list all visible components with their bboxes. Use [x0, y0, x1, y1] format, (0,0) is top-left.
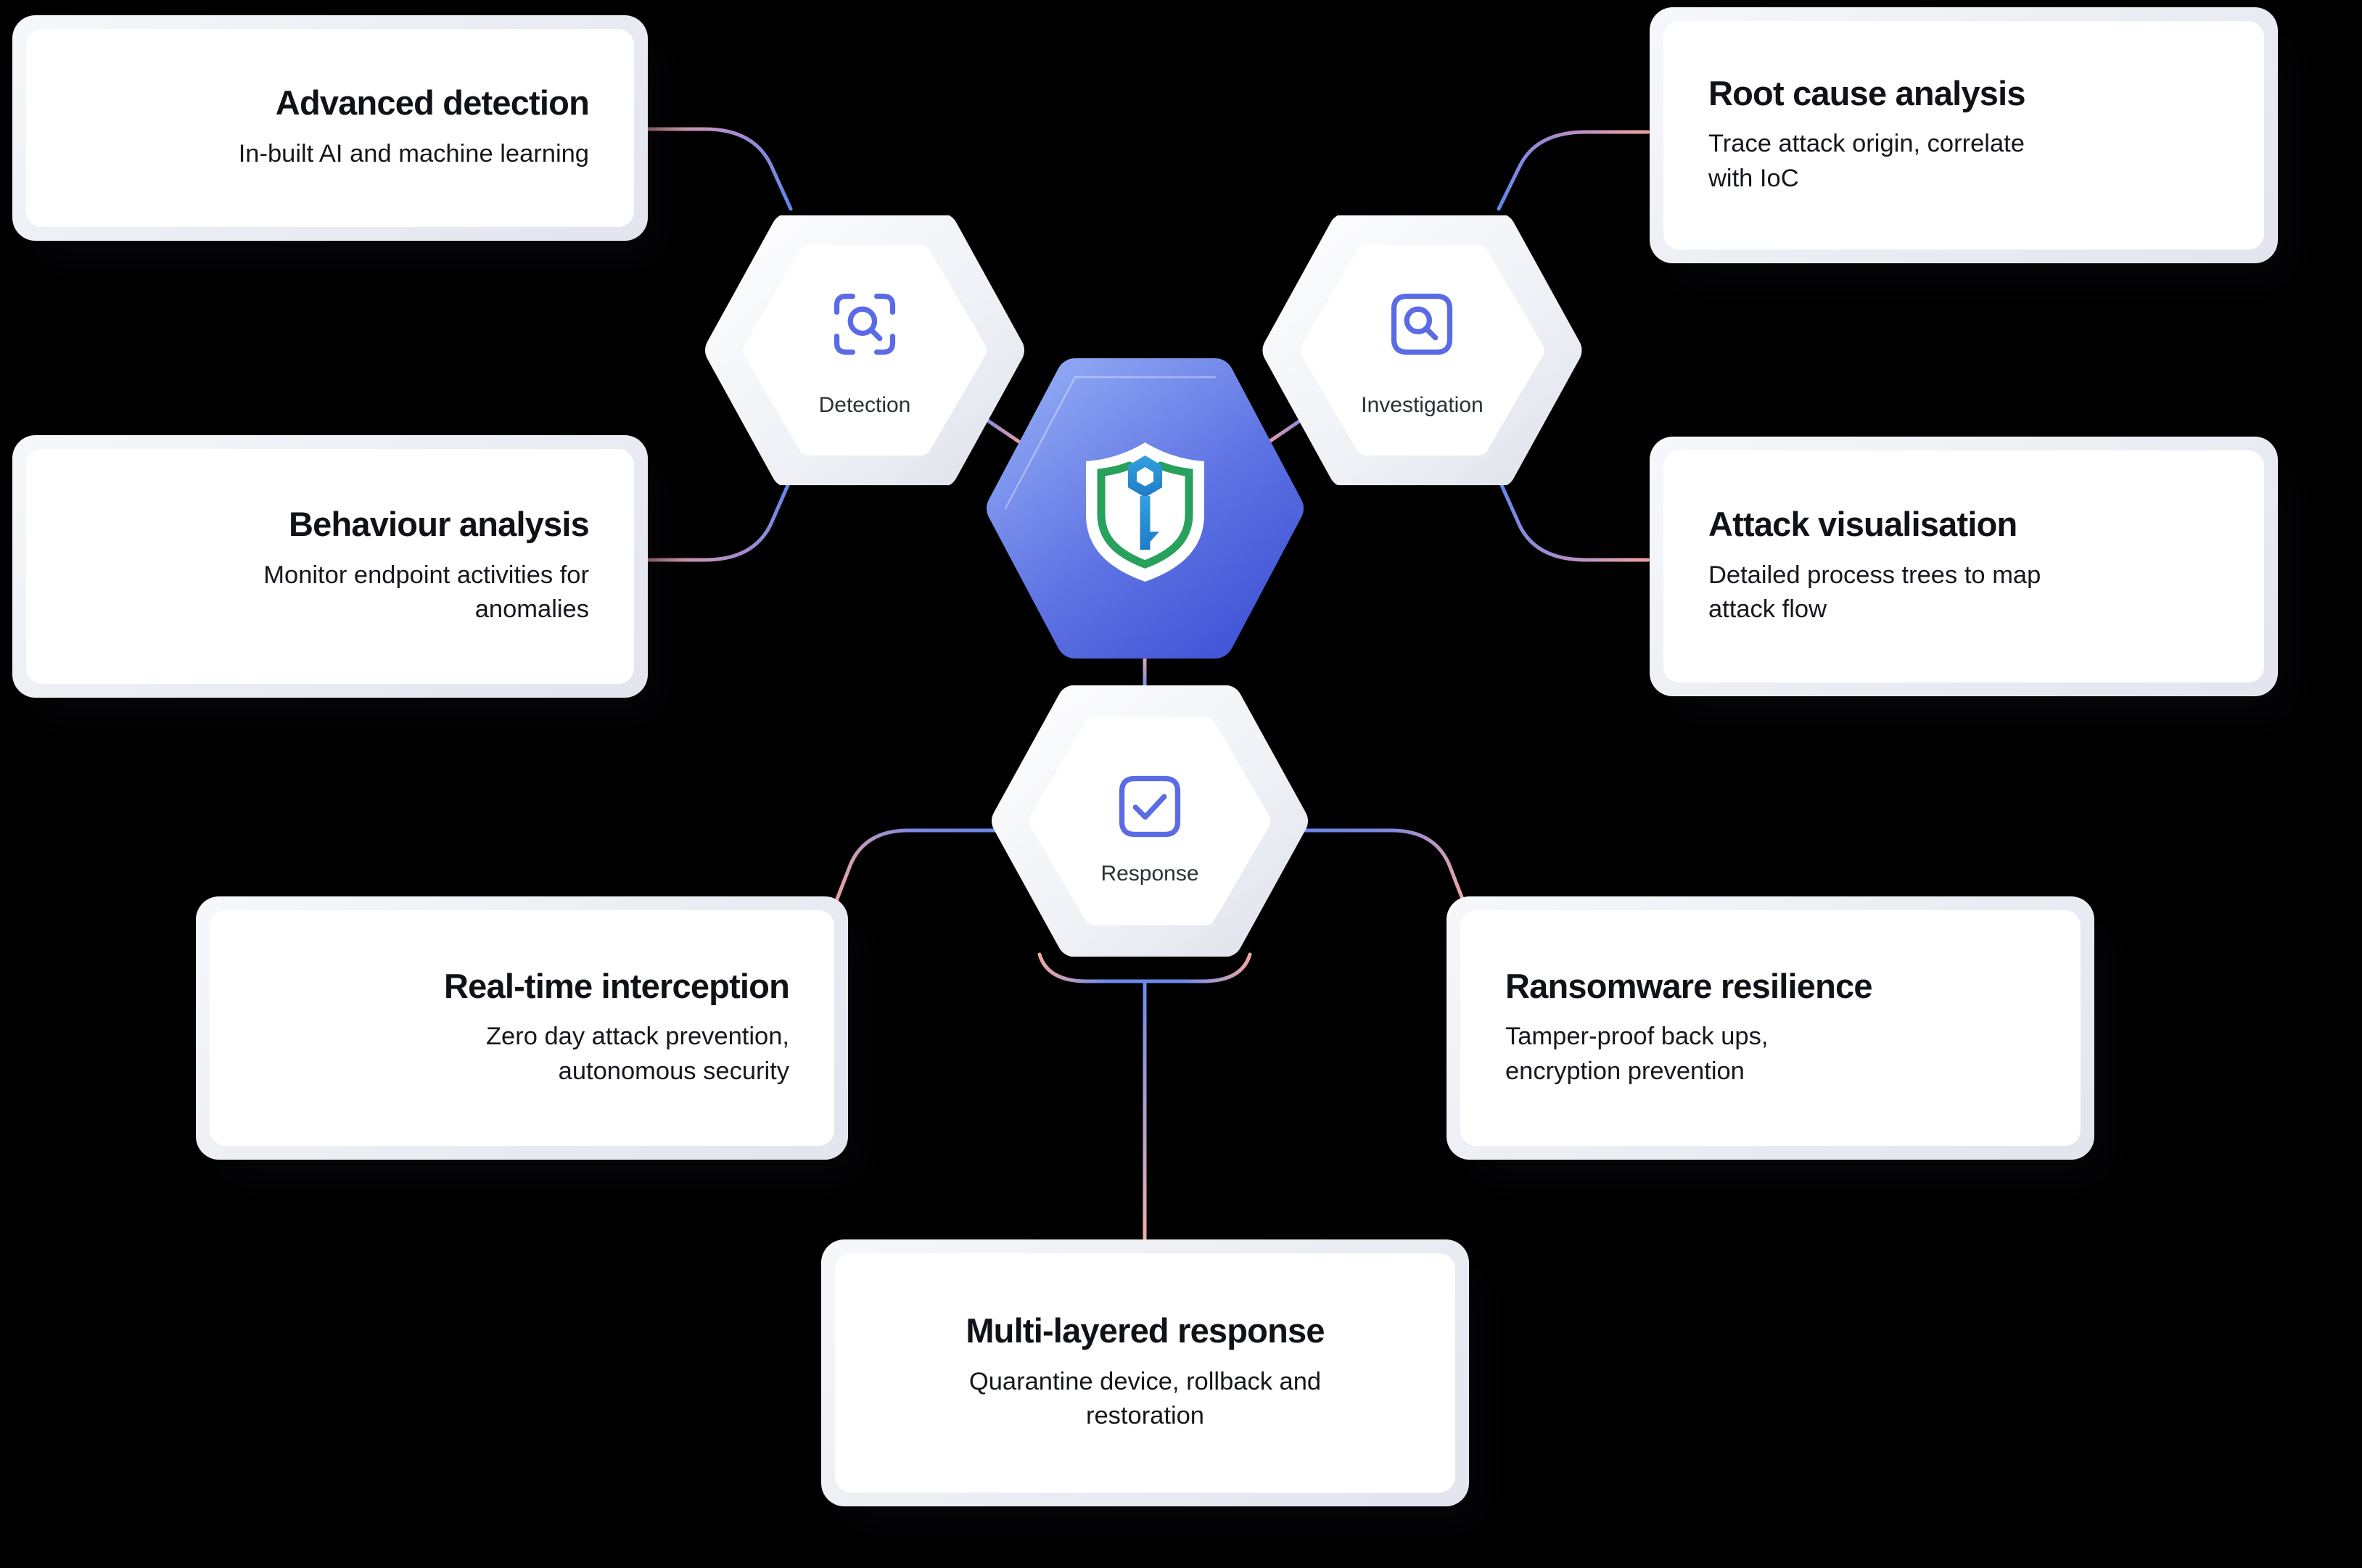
connector-rootcause-to-investigation — [1497, 130, 1650, 211]
hexagon-shape — [705, 215, 1024, 485]
card-subtitle: Quarantine device, rollback and restorat… — [968, 1367, 1322, 1430]
core-hexagon — [987, 358, 1304, 659]
card-title: Behaviour analysis — [288, 505, 590, 544]
connector-advanced-to-detection — [642, 127, 793, 211]
hexagon-investigation: Investigation — [1262, 215, 1582, 485]
connector-response-to-ransomware — [1260, 828, 1465, 903]
card-surface: Real-time interception Zero day attack p… — [210, 910, 834, 1146]
card-subtitle: Zero day attack prevention, autonomous s… — [485, 1023, 789, 1085]
card-surface: Behaviour analysis Monitor endpoint acti… — [26, 449, 634, 684]
scan-search-icon — [834, 293, 896, 355]
hexagon-label-detection: Detection — [818, 393, 911, 417]
card-title: Multi-layered response — [966, 1311, 1325, 1350]
card-title: Advanced detection — [275, 83, 590, 123]
card-subtitle: In-built AI and machine learning — [238, 140, 589, 168]
card-surface: Ransomware resilience Tamper-proof back … — [1460, 910, 2081, 1146]
card-realtime-interception: Real-time interception Zero day attack p… — [196, 896, 848, 1160]
card-behaviour-analysis: Behaviour analysis Monitor endpoint acti… — [12, 435, 648, 698]
card-title: Attack visualisation — [1708, 505, 2017, 544]
check-square-icon — [1119, 775, 1181, 838]
card-title: Root cause analysis — [1708, 73, 2026, 112]
card-subtitle: Tamper-proof back ups, encryption preven… — [1505, 1023, 1769, 1085]
hexagon-label-response: Response — [1100, 862, 1199, 886]
card-title: Real-time interception — [444, 966, 790, 1005]
card-subtitle: Monitor endpoint activities for anomalie… — [263, 561, 589, 624]
hexagon-label-investigation: Investigation — [1361, 393, 1484, 417]
card-root-cause-analysis: Root cause analysis Trace attack origin,… — [1650, 7, 2278, 263]
card-subtitle: Detailed process trees to map attack flo… — [1708, 561, 2041, 624]
hexagon-shape — [992, 685, 1308, 957]
card-attack-visualisation: Attack visualisation Detailed process tr… — [1650, 437, 2278, 696]
card-advanced-detection: Advanced detection In-built AI and machi… — [12, 15, 648, 241]
card-ransomware-resilience: Ransomware resilience Tamper-proof back … — [1447, 896, 2094, 1160]
card-surface: Advanced detection In-built AI and machi… — [26, 29, 634, 227]
card-multilayered-response: Multi-layered response Quarantine device… — [821, 1239, 1469, 1506]
connector-behaviour-to-detection — [642, 476, 793, 562]
card-surface: Root cause analysis Trace attack origin,… — [1663, 21, 2264, 249]
connector-response-to-realtime — [834, 828, 1040, 903]
search-square-icon — [1391, 293, 1453, 355]
hexagon-detection: Detection — [705, 215, 1024, 485]
hexagon-response: Response — [992, 685, 1308, 957]
shield-key-logo — [1086, 442, 1204, 582]
card-subtitle: Trace attack origin, correlate with IoC — [1708, 130, 2025, 192]
card-surface: Attack visualisation Detailed process tr… — [1663, 450, 2264, 682]
card-surface: Multi-layered response Quarantine device… — [835, 1253, 1455, 1493]
connector-response-arc — [1037, 952, 1252, 983]
card-title: Ransomware resilience — [1505, 966, 1872, 1005]
connector-attackvis-to-investigation — [1497, 476, 1650, 562]
